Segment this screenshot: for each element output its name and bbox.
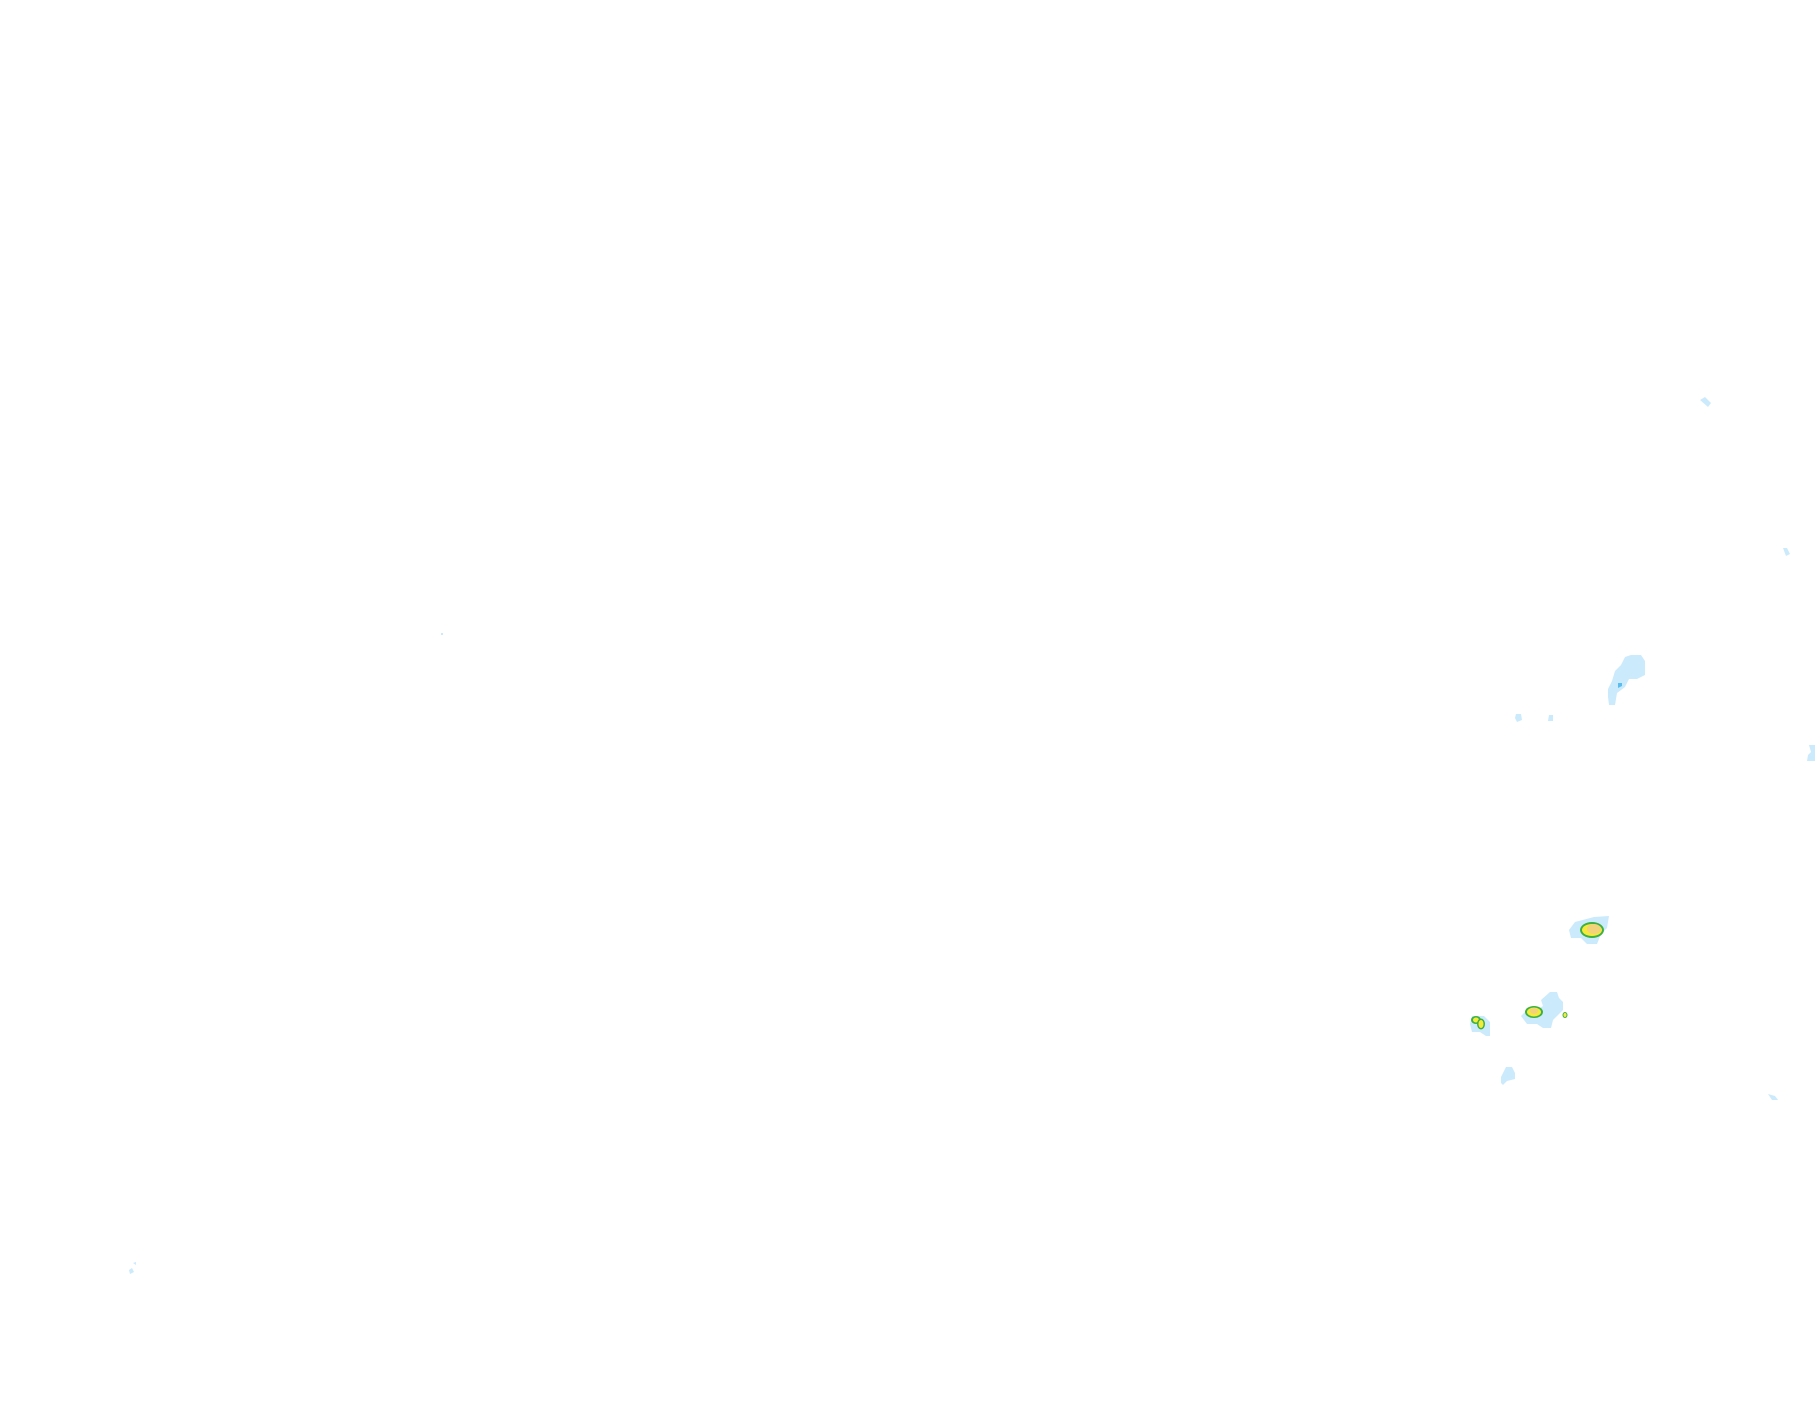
light-precip-cells (129, 397, 1815, 1274)
precip-cell-heavy (1587, 924, 1601, 934)
moderate-precip-cells (1471, 683, 1622, 1030)
precip-cell (1783, 548, 1790, 556)
precip-cell (1700, 397, 1711, 407)
precip-cell (1515, 714, 1522, 722)
precip-cell (441, 633, 443, 635)
precip-cell-core (1563, 1013, 1567, 1017)
precip-cell (1768, 1094, 1778, 1100)
precip-cell (129, 1262, 136, 1274)
precip-cell-core (1473, 1017, 1479, 1023)
precip-cell (1501, 1067, 1515, 1085)
precip-cell-core (1478, 1020, 1484, 1028)
precip-cell (1608, 655, 1645, 705)
precip-cell-core (1618, 683, 1622, 688)
precip-cell-heavy (1530, 1008, 1538, 1014)
precip-cell (1807, 745, 1815, 761)
precip-cell (1548, 715, 1553, 721)
